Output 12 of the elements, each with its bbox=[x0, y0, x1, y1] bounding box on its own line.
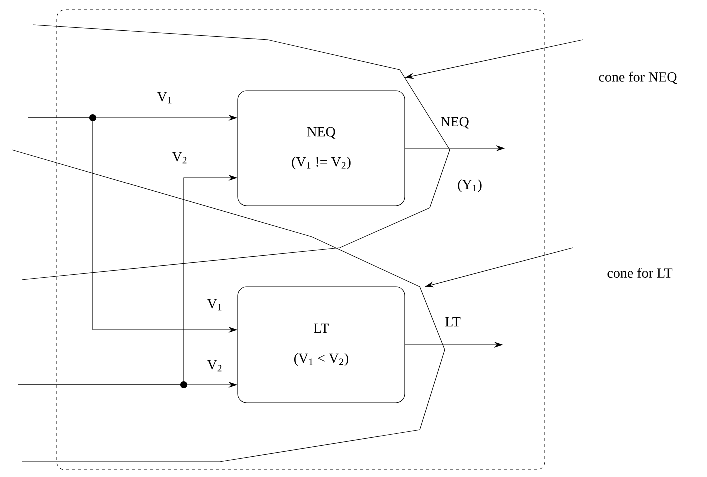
edge-label: V$_{1}$ bbox=[206, 298, 224, 312]
edge-label: V$_{1}$ bbox=[156, 91, 174, 105]
edge-label: NEQ bbox=[440, 116, 470, 130]
edge-label: V$_{2}$ bbox=[171, 151, 189, 165]
edge-label: LT bbox=[444, 316, 462, 328]
logic-box: LT (V$_{1}$ < V$_{2}$) bbox=[238, 286, 406, 404]
region-box bbox=[56, 10, 546, 470]
output-label: (Y$_{1}$) bbox=[458, 180, 482, 192]
cone-label: cone for NEQ bbox=[599, 72, 678, 84]
edge-label: V$_{2}$ bbox=[206, 359, 224, 373]
logic-box: NEQ (V$_{1}$ != V$_{2}$) bbox=[238, 90, 406, 206]
cone-label: cone for LT bbox=[608, 268, 673, 278]
